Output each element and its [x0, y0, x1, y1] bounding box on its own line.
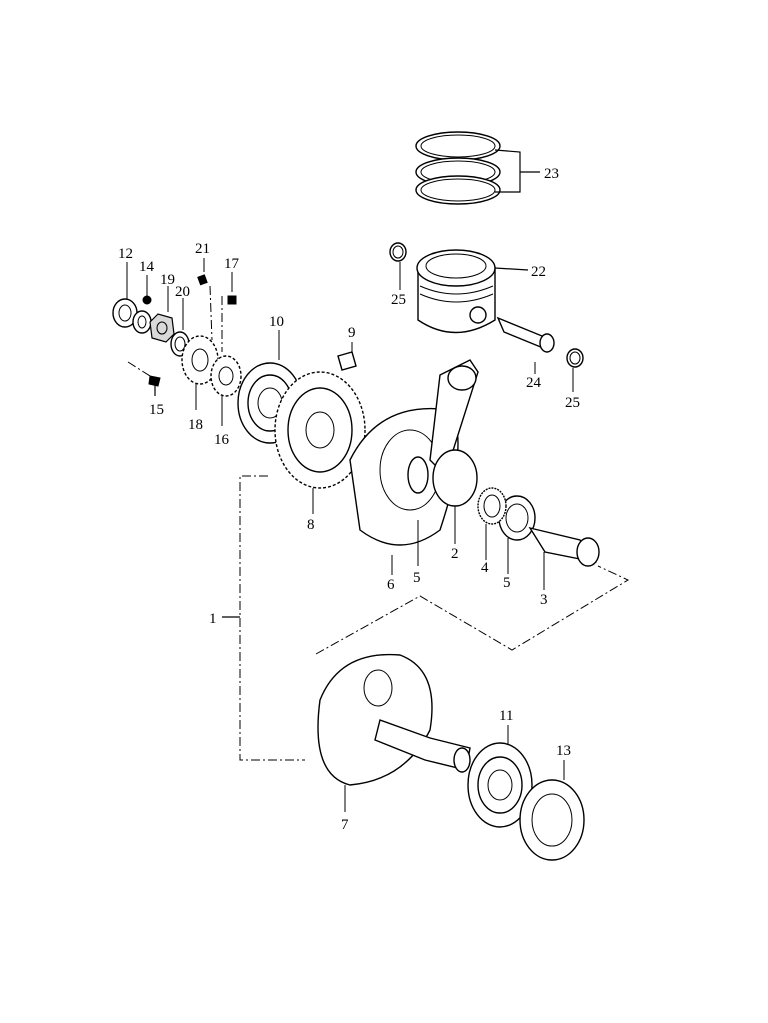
callout-21: 21 — [195, 241, 210, 257]
callout-9: 9 — [348, 325, 356, 341]
oil-seal-large — [519, 760, 585, 861]
callout-4: 4 — [481, 560, 489, 576]
callout-2: 2 — [451, 546, 459, 562]
callout-24: 24 — [526, 375, 542, 391]
callout-5-left: 5 — [413, 570, 421, 586]
callout-7: 7 — [341, 817, 349, 833]
callout-23: 23 — [544, 166, 559, 182]
piston-pin-circlip-left — [389, 242, 407, 290]
callout-11: 11 — [499, 708, 513, 724]
callout-19: 19 — [160, 272, 175, 288]
callout-25-right: 25 — [565, 395, 580, 411]
assembly-bracket — [222, 475, 630, 761]
balancer-drive-gear — [274, 371, 366, 514]
callout-8: 8 — [307, 517, 315, 533]
woodruff-key-17 — [221, 272, 237, 352]
oil-seal-small — [112, 262, 138, 328]
thrust-washer-right — [498, 495, 536, 574]
thrust-washer-left — [407, 456, 429, 566]
callout-16: 16 — [214, 432, 230, 448]
timing-sprocket — [210, 355, 242, 426]
bolt — [127, 361, 161, 396]
callout-1: 1 — [209, 611, 217, 627]
callout-17: 17 — [224, 256, 240, 272]
piston-pin-circlip-right — [566, 348, 584, 392]
woodruff-key-21 — [197, 258, 213, 341]
callout-10: 10 — [269, 314, 284, 330]
callout-18: 18 — [188, 417, 203, 433]
callout-12: 12 — [118, 246, 133, 262]
piston — [416, 249, 529, 334]
plug — [337, 342, 357, 371]
callout-6: 6 — [387, 577, 395, 593]
main-bearing-right — [467, 725, 533, 828]
callout-15: 15 — [149, 402, 164, 418]
callout-13: 13 — [556, 743, 571, 759]
callout-20: 20 — [175, 284, 190, 300]
callout-14: 14 — [139, 259, 155, 275]
piston-pin — [496, 316, 555, 374]
needle-bearing — [477, 487, 507, 560]
callout-25-left: 25 — [391, 292, 406, 308]
callout-3: 3 — [540, 592, 548, 608]
callout-22: 22 — [531, 264, 546, 280]
piston-rings — [415, 131, 540, 205]
washer — [132, 275, 152, 334]
crank-pin — [528, 526, 600, 590]
callout-5-right: 5 — [503, 575, 511, 591]
nut — [149, 286, 175, 343]
crank-web-left — [317, 653, 471, 812]
connecting-rod — [429, 359, 479, 544]
